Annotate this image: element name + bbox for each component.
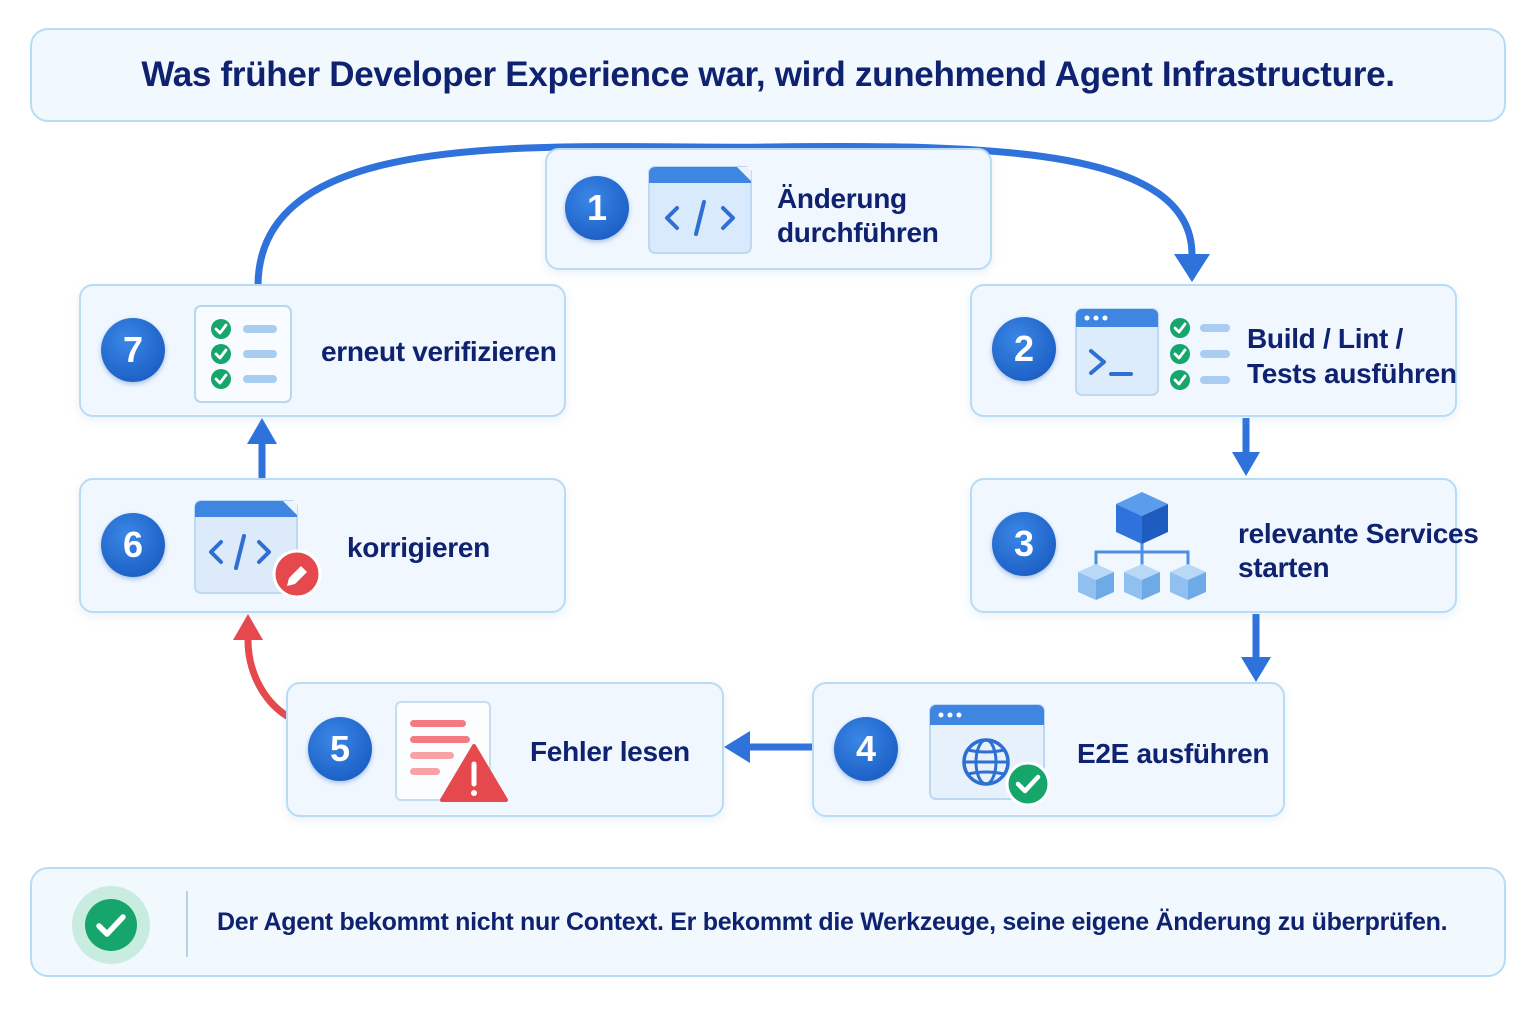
step-number-badge: 5 [308,717,372,781]
step-number-badge: 1 [565,176,629,240]
arrow-5-to-6 [244,636,291,720]
step-card-1: 1 Änderung durchführen [545,148,992,270]
step-label-line1: E2E ausführen [1077,738,1270,769]
arrow-head-to-5 [724,731,750,763]
step-label-line1: Fehler lesen [530,736,690,767]
step-number-badge: 4 [834,717,898,781]
step-card-5: 5 Fehler lesen [286,682,724,817]
step-card-3: 3 relevante Services starten [970,478,1479,613]
step-number-badge: 7 [101,318,165,382]
footer-divider [186,891,188,957]
step-number-badge: 3 [992,512,1056,576]
page-title: Was früher Developer Experience war, wir… [141,55,1395,94]
arrow-head-to-2 [1174,254,1210,282]
checklist-icon [194,305,292,403]
check-circle-icon [72,886,150,964]
services-cubes-icon [1078,492,1206,600]
step-label-line1: relevante Services [1238,518,1479,549]
step-label-line1: korrigieren [347,532,490,563]
step-card-6: 6 korrigieren [79,478,566,613]
footer-text: Der Agent bekommt nicht nur Context. Er … [217,908,1448,936]
step-label-line1: erneut verifizieren [321,336,557,367]
error-log-warning-icon [395,701,508,802]
arrow-head-to-6 [233,614,263,640]
arrow-7-to-2-arc [254,142,1196,290]
step-label-line1: Build / Lint / [1247,323,1403,354]
step-number-badge: 6 [101,513,165,577]
arrow-head-to-4 [1241,657,1271,682]
step-label-line1: Änderung [777,183,907,214]
step-label-line2: durchführen [777,217,939,248]
title-banner: Was früher Developer Experience war, wir… [30,28,1506,122]
step-label-line2: Tests ausführen [1247,358,1457,389]
arrow-head-to-3 [1232,452,1260,476]
code-edit-pencil-icon [194,500,322,599]
arrow-head-to-7 [247,418,277,444]
terminal-icon [1075,308,1159,396]
browser-globe-check-icon [929,704,1051,806]
code-editor-icon [648,166,752,254]
step-card-7: 7 erneut verifizieren [79,284,566,417]
step-number-badge: 2 [992,317,1056,381]
step-card-2: 2 Build / Lint / Tests ausführen [970,284,1457,417]
checklist-icon [1170,318,1230,390]
footer-banner: Der Agent bekommt nicht nur Context. Er … [30,867,1506,977]
step-card-4: 4 E2E ausführen [812,682,1285,817]
step-label-line2: starten [1238,552,1330,583]
